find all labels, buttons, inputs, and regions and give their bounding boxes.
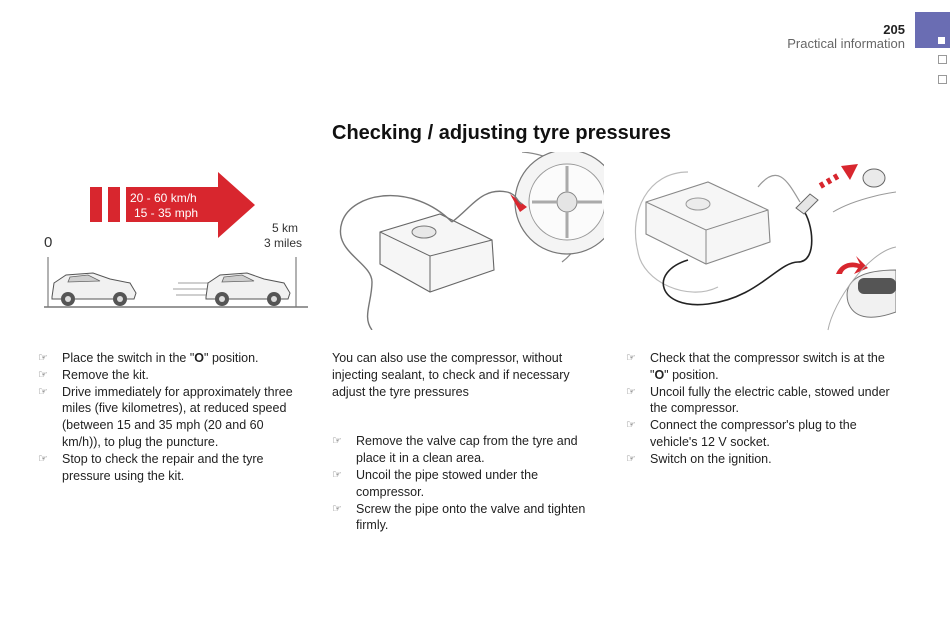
instructions-column-3: ☞ Check that the compressor switch is at … <box>626 350 904 468</box>
start-distance-label: 0 <box>44 234 52 251</box>
list-item: ☞ Stop to check the repair and the tyre p… <box>38 451 300 485</box>
instructions-column-1: ☞ Place the switch in the "O" position. ☞… <box>38 350 300 484</box>
switch-position: O <box>654 367 665 382</box>
instructions-column-2: You can also use the compressor, without… <box>332 350 600 534</box>
compressor-socket-illustration <box>634 164 896 331</box>
cable-outline <box>757 174 801 203</box>
step-text: Place the switch in the " <box>62 351 195 365</box>
compressor-tyre-illustration <box>339 152 604 330</box>
step-text: Switch on the ignition. <box>650 451 772 466</box>
step-text: Check that the compressor switch is at t… <box>650 351 885 382</box>
pointing-hand-icon: ☞ <box>38 352 48 364</box>
page-number: 205 <box>883 22 905 37</box>
socket-icon <box>862 168 886 188</box>
list-item: ☞ Uncoil fully the electric cable, stowed… <box>626 384 904 418</box>
list-item: ☞ Drive immediately for approximately thr… <box>38 384 300 451</box>
ignition-icon <box>827 246 896 331</box>
step-text: Connect the compressor's plug to the veh… <box>650 418 857 449</box>
pointing-hand-icon: ☞ <box>38 385 48 398</box>
list-item: ☞ Screw the pipe onto the valve and tight… <box>332 501 600 535</box>
distance-km-label: 5 km <box>272 221 298 235</box>
car-icon <box>205 272 291 306</box>
list-item: ☞ Uncoil the pipe stowed under the compre… <box>332 467 600 501</box>
distance-miles-label: 3 miles <box>264 236 302 250</box>
section-title: Practical information <box>787 36 905 51</box>
list-item: ☞ Switch on the ignition. <box>626 451 904 468</box>
list-item: ☞ Place the switch in the "O" position. <box>38 350 300 367</box>
step-text: Drive immediately for approximately thre… <box>62 384 293 449</box>
pointing-hand-icon: ☞ <box>626 419 636 432</box>
motion-lines <box>173 282 208 296</box>
step-text: Remove the valve cap from the tyre and p… <box>356 434 578 466</box>
wheel-icon <box>514 152 604 263</box>
speed-mph-label: 15 - 35 mph <box>134 206 198 220</box>
pointing-hand-icon: ☞ <box>626 385 636 398</box>
pointing-hand-icon: ☞ <box>626 352 636 364</box>
tab-indicator-active <box>938 37 945 44</box>
page-title: Checking / adjusting tyre pressures <box>332 122 671 144</box>
step-text: " position. <box>664 367 719 382</box>
step-text: " position. <box>204 351 259 365</box>
speed-kmh-label: 20 - 60 km/h <box>130 191 197 205</box>
list-item: ☞ Remove the valve cap from the tyre and … <box>332 433 600 467</box>
list-item: ☞ Remove the kit. <box>38 367 300 384</box>
list-item: ☞ Check that the compressor switch is at … <box>626 350 904 384</box>
insert-arrow <box>818 164 858 189</box>
step-text: Stop to check the repair and the tyre pr… <box>62 451 264 483</box>
compressor-icon <box>634 171 771 293</box>
pointing-hand-icon: ☞ <box>626 452 636 465</box>
power-cable <box>662 209 813 306</box>
valve-highlight <box>510 194 527 212</box>
step-text: Screw the pipe onto the valve and tighte… <box>356 501 586 533</box>
power-plug-icon <box>795 193 819 215</box>
pointing-hand-icon: ☞ <box>332 435 342 448</box>
tab-indicator <box>938 75 947 84</box>
car-icon <box>51 272 137 306</box>
pointing-hand-icon: ☞ <box>38 452 48 465</box>
step-list: ☞ Check that the compressor switch is at … <box>626 350 904 468</box>
air-hose <box>339 194 453 330</box>
air-hose <box>451 190 523 223</box>
speed-arrow <box>126 172 255 238</box>
pointing-hand-icon: ☞ <box>332 468 342 481</box>
speed-distance-illustration: 20 - 60 km/h 15 - 35 mph 0 5 km 3 miles <box>44 172 308 308</box>
tab-indicator <box>938 55 947 64</box>
pointing-hand-icon: ☞ <box>332 502 342 515</box>
pointing-hand-icon: ☞ <box>38 368 48 381</box>
compressor-icon <box>379 213 495 293</box>
switch-position: O <box>194 351 205 365</box>
arrow-bar <box>90 187 102 222</box>
arrow-bar <box>108 187 120 222</box>
step-list: ☞ Place the switch in the "O" position. ☞… <box>38 350 300 484</box>
step-text: Uncoil fully the electric cable, stowed … <box>650 384 890 416</box>
step-list: ☞ Remove the valve cap from the tyre and … <box>332 433 600 534</box>
step-text: Uncoil the pipe stowed under the compres… <box>356 467 539 499</box>
step-text: Remove the kit. <box>62 367 149 382</box>
intro-paragraph: You can also use the compressor, without… <box>332 351 570 399</box>
list-item: ☞ Connect the compressor's plug to the ve… <box>626 417 904 451</box>
